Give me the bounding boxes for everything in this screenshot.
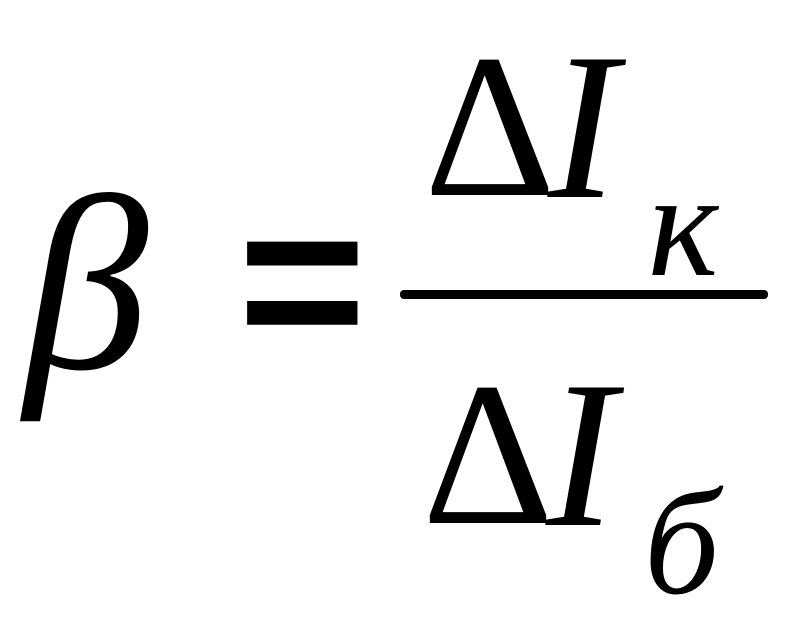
equals-sign: = bbox=[238, 157, 367, 403]
numerator-delta: Δ bbox=[424, 13, 556, 240]
fraction-bar bbox=[400, 290, 768, 299]
denominator-subscript: б bbox=[644, 460, 720, 626]
numerator-current-variable: I bbox=[548, 11, 618, 243]
denominator-delta: Δ bbox=[422, 341, 554, 568]
beta-symbol: β bbox=[24, 146, 149, 423]
numerator-subscript: к bbox=[648, 142, 719, 308]
denominator-current-variable: I bbox=[546, 339, 616, 571]
